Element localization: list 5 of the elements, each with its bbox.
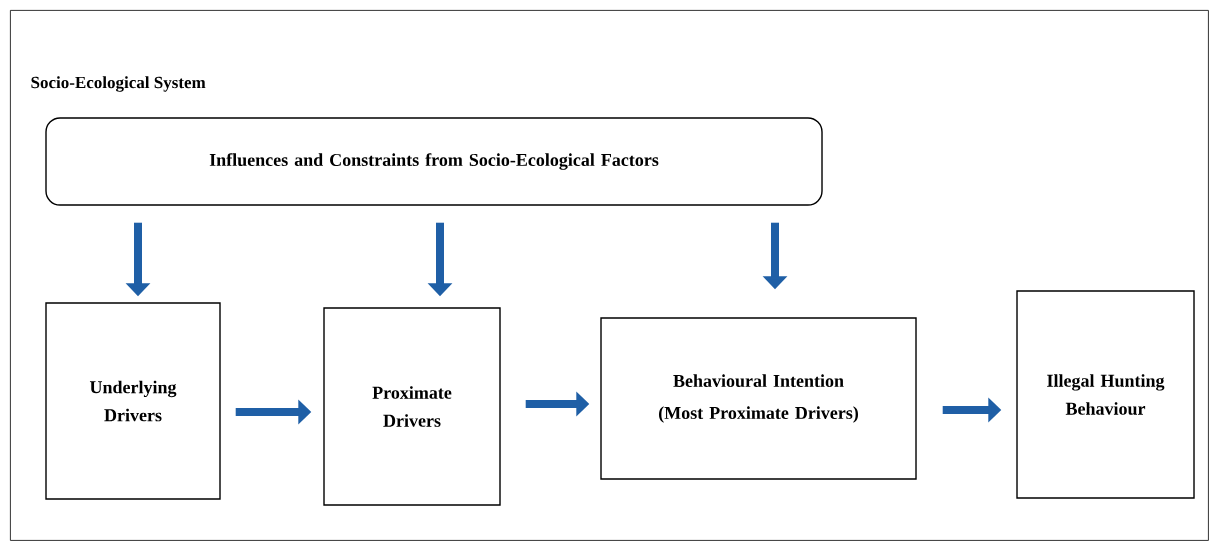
rounded-box: Influences and Constraints from Socio-Ecological Factors [45, 117, 823, 206]
process-box: Proximate Drivers [323, 307, 501, 506]
process-box: Underlying Drivers [45, 302, 221, 500]
process-box: Behavioural Intention (Most Proximate Drivers) [600, 317, 917, 480]
process-box: Illegal Hunting Behaviour [1016, 290, 1195, 499]
